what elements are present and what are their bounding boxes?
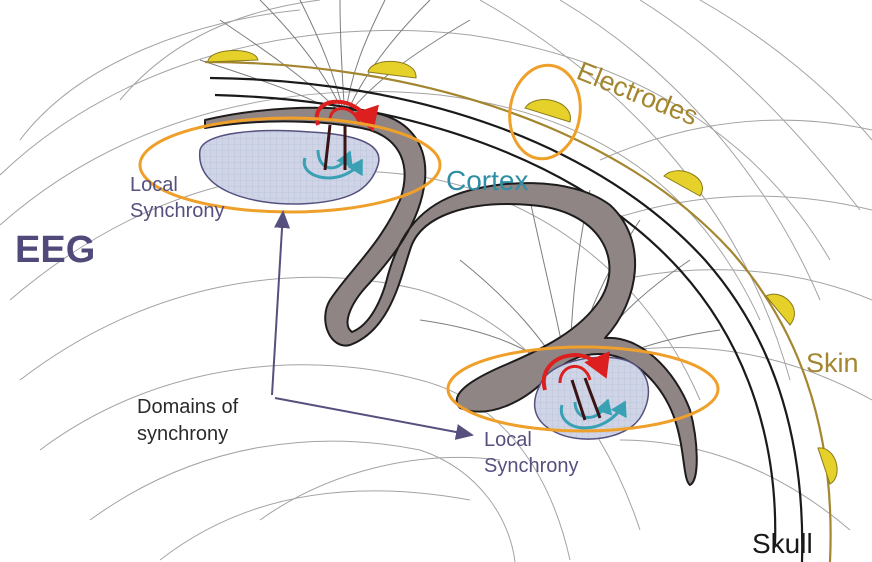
cortex-label: Cortex: [446, 165, 528, 196]
pointer-arrow-up: [272, 212, 283, 395]
local-synchrony-bottom-line2: Synchrony: [484, 455, 579, 477]
electrodes-label: Electrodes: [573, 56, 703, 132]
local-synchrony-top-line2: Synchrony: [130, 200, 225, 222]
local-synchrony-bottom-line1: Local: [484, 429, 532, 451]
pointer-arrow-right: [275, 398, 472, 435]
eeg-label: EEG: [15, 229, 95, 271]
synchrony-region: [200, 131, 379, 204]
local-synchrony-top-line1: Local: [130, 174, 178, 196]
domains-line2: synchrony: [137, 423, 228, 445]
electrode: [525, 100, 570, 122]
skull-label: Skull: [752, 528, 813, 559]
domains-line1: Domains of: [137, 396, 239, 418]
skin-label: Skin: [806, 348, 859, 378]
electrode: [208, 50, 258, 62]
